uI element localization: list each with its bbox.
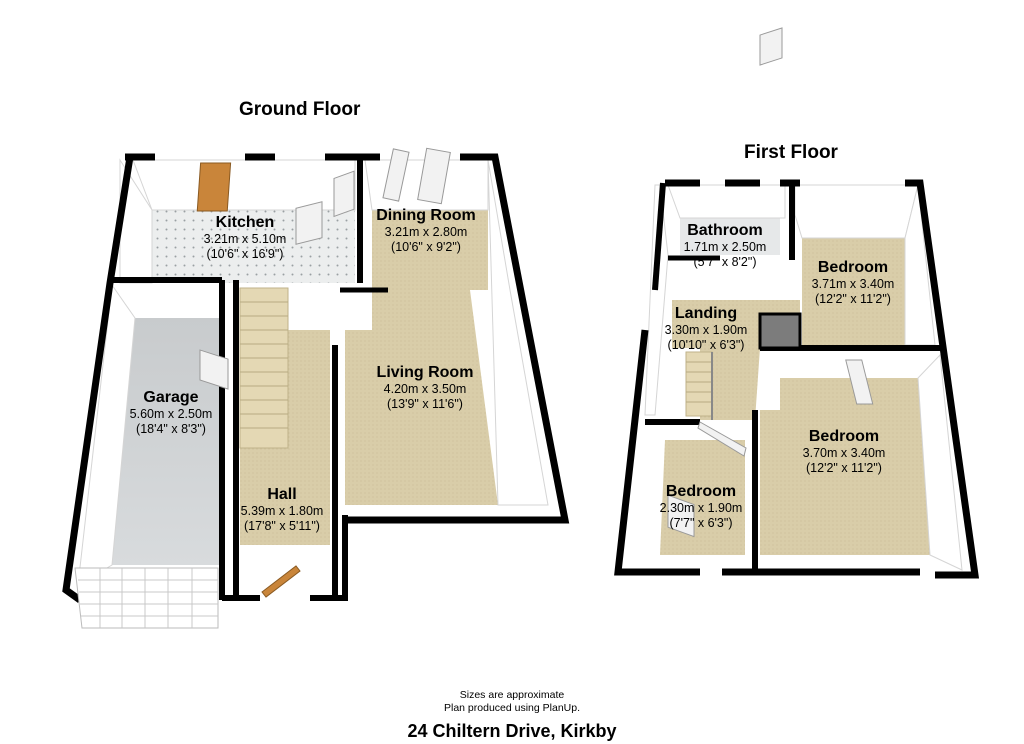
room-size-imperial: (10'6" x 9'2") [391,239,461,254]
property-address: 24 Chiltern Drive, Kirkby [407,721,617,741]
room-size-metric: 3.21m x 2.80m [384,225,468,240]
room-name: Kitchen [215,214,275,231]
dining-floor [372,210,488,290]
bedroom2-door [845,359,874,405]
room-label-landing: Landing 3.30m x 1.90m (10'10" x 6'3") [665,305,748,352]
bedroom1-floor [802,238,905,345]
room-name: Hall [267,486,297,503]
bedroom2-floor [760,378,930,555]
first-floor-stairs [685,351,713,420]
living-floor [345,290,498,505]
room-name: Dining Room [376,207,476,224]
room-name: Living Room [376,364,474,381]
first-floor-right-wall [905,179,980,579]
room-size-metric: 5.60m x 2.50m [129,407,213,422]
room-size-imperial: (7'7" x 6'3") [669,515,733,530]
room-label-bedroom-2: Bedroom 3.70m x 3.40m (12'2" x 11'2") [803,428,886,475]
room-size-metric: 4.20m x 3.50m [383,382,467,397]
room-name: Bedroom [808,428,880,445]
room-size-imperial: (13'9" x 11'6") [387,396,463,411]
front-door [261,565,301,598]
room-size-imperial: (5'7" x 8'2") [693,254,757,269]
ground-floor-top-wall-4 [345,153,570,524]
room-name: Bedroom [817,259,889,276]
bathroom-back-wall [667,184,786,219]
kitchen-back-door [196,162,232,212]
room-size-imperial: (10'10" x 6'3") [667,337,745,352]
room-size-imperial: (10'6" x 16'9") [206,246,284,261]
room-size-metric: 1.71m x 2.50m [683,240,767,255]
room-size-metric: 3.30m x 1.90m [664,323,748,338]
room-size-imperial: (17'8" x 5'11") [244,518,320,533]
first-floor-heading: First Floor [744,142,838,163]
bathroom-floor [680,218,780,255]
first-floor-left-wall-2 [614,329,700,576]
room-size-imperial: (12'2" x 11'2") [815,291,891,306]
living-right-wall [487,159,549,506]
garage-door [74,567,219,629]
room-label-hall: Hall 5.39m x 1.80m (17'8" x 5'11") [241,486,324,533]
garage-floor [112,318,222,565]
room-size-metric: 2.30m x 1.90m [659,501,743,516]
room-size-imperial: (18'4" x 8'3") [136,421,206,436]
room-size-metric: 3.71m x 3.40m [811,277,895,292]
ground-floor-heading: Ground Floor [239,99,361,120]
landing-left-wall [644,184,669,416]
kitchen-hall-door [295,201,323,245]
room-label-kitchen: Kitchen 3.21m x 5.10m (10'6" x 16'9") [204,214,287,261]
room-label-garage: Garage 5.60m x 2.50m (18'4" x 8'3") [130,389,213,436]
dining-patio-door-right [417,147,451,205]
room-name: Landing [674,305,738,322]
kitchen-back-wall [132,159,356,211]
room-label-living-room: Living Room 4.20m x 3.50m (13'9" x 11'6"… [370,364,480,411]
room-name: Bathroom [687,222,763,239]
bathroom-door [667,494,695,538]
dining-patio-door-left [382,148,410,202]
cupboard [758,312,802,350]
bedroom2-right-wall [917,353,963,571]
room-label-bedroom-3: Bedroom 2.30m x 1.90m (7'7" x 6'3") [660,483,743,530]
room-label-bathroom: Bathroom 1.71m x 2.50m (5'7" x 8'2") [684,222,767,269]
footnote: Sizes are approximate Plan produced usin… [444,689,580,715]
room-label-bedroom-1: Bedroom 3.71m x 3.40m (12'2" x 11'2") [812,259,895,306]
kitchen-garage-door [199,349,229,390]
room-name: Bedroom [665,483,737,500]
bedroom1-back-wall [794,184,919,239]
footnote-line-1: Sizes are approximate [459,689,565,701]
room-size-metric: 5.39m x 1.80m [240,504,324,519]
bedroom1-door [759,27,783,66]
room-size-imperial: (12'2" x 11'2") [806,460,882,475]
footnote-line-2: Plan produced using PlanUp. [443,702,581,715]
room-size-metric: 3.21m x 5.10m [203,232,287,247]
first-floor-left-wall [652,182,666,291]
garage-left-wall [77,283,136,586]
ground-floor-outer-wall [62,156,134,603]
bedroom3-door [697,421,747,457]
room-size-metric: 3.70m x 3.40m [802,446,886,461]
first-floor-plan [614,27,980,579]
ground-floor-plan [62,147,570,629]
room-name: Garage [143,389,199,406]
living-hall-door [333,170,355,218]
ground-stairs [239,287,289,449]
room-label-dining-room: Dining Room 3.21m x 2.80m (10'6" x 9'2") [371,207,481,254]
